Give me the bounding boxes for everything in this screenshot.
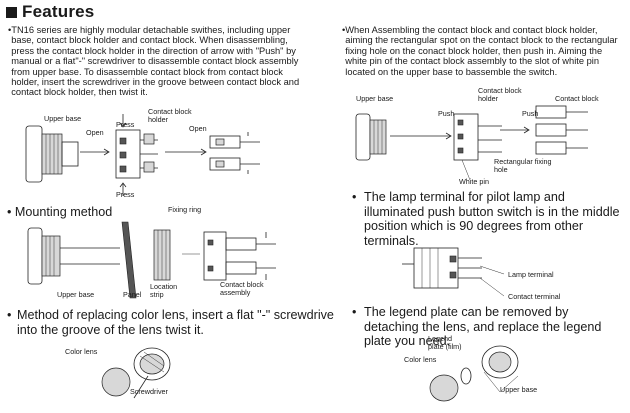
contact-block-drawing xyxy=(535,105,588,155)
contact-block-holder-drawing xyxy=(453,113,502,161)
fig4-push-label-1: Push xyxy=(438,109,455,118)
legend-film-drawing xyxy=(460,367,472,385)
fig3-screwdriver-label: Screwdriver xyxy=(130,387,168,396)
bullet-icon: • xyxy=(7,308,12,322)
fig4-white-pin-label: White pin xyxy=(459,177,489,186)
fig4-holder-label: Contact block holder xyxy=(478,86,522,103)
fig4-push-label-2: Push xyxy=(522,109,539,118)
contact-block-holder-drawing xyxy=(115,129,158,179)
bullet-icon: • xyxy=(342,25,346,35)
fig6-legend-plate-label: Legend plate (film) xyxy=(428,334,462,351)
fig4-rect-hole-label: Rectangular fixing hole xyxy=(494,157,552,174)
right-intro-text: When Assembling the contact block and co… xyxy=(345,25,618,77)
fig5-contact-terminal-label: Contact terminal xyxy=(508,292,561,301)
color-lens-disc xyxy=(101,367,131,397)
upper-base-drawing xyxy=(481,345,519,393)
fixing-ring-drawing xyxy=(153,229,171,281)
fig5-lamp-terminal-label: Lamp terminal xyxy=(508,270,554,279)
lens-body-drawing xyxy=(133,347,171,381)
contact-block-drawing xyxy=(209,132,260,174)
terminal-figure xyxy=(402,247,505,297)
color-lens-figure xyxy=(101,347,171,399)
left-intro-text: TN16 series are highly modular detachabl… xyxy=(11,25,300,98)
fig6-color-lens-label: Color lens xyxy=(404,355,437,364)
left-intro-paragraph: • TN16 series are highly modular detacha… xyxy=(8,25,313,98)
mounting-figure xyxy=(27,221,276,299)
legend-plate-text: The legend plate can be removed by detac… xyxy=(364,305,602,349)
screwdriver-drawing xyxy=(133,375,149,399)
bullet-icon: • xyxy=(352,305,357,319)
upper-base-drawing xyxy=(25,125,79,183)
bullet-icon: • xyxy=(8,25,12,35)
upper-base-drawing xyxy=(355,113,387,161)
bullet-icon: • xyxy=(352,190,357,204)
legend-plate-figure xyxy=(429,345,519,402)
disassembly-figure xyxy=(25,114,260,196)
fig2-upper-base-label: Upper base xyxy=(57,290,95,299)
page-title: Features xyxy=(22,2,95,21)
fig2-fixing-ring-label: Fixing ring xyxy=(168,205,202,214)
fig1-open-label-1: Open xyxy=(86,128,104,137)
assembly-figure xyxy=(355,105,588,181)
fig1-upper-base-label: Upper base xyxy=(44,114,82,123)
bullet-icon: • xyxy=(7,205,12,219)
fig3-color-lens-label: Color lens xyxy=(65,347,98,356)
heading-square-icon xyxy=(6,6,17,18)
fig2-panel-label: Panel xyxy=(123,290,142,299)
fig1-holder-label: Contact block holder xyxy=(148,107,192,124)
fig4-contact-block-label: Contact block xyxy=(555,94,599,103)
right-intro-paragraph: • When Assembling the contact block and … xyxy=(342,25,626,77)
fig2-assembly-label: Contact block assembly xyxy=(220,280,264,297)
fig1-press-top-label: Press xyxy=(116,120,135,129)
upper-base-drawing xyxy=(27,227,120,285)
color-lens-paragraph: • Method of replacing color lens, insert… xyxy=(7,308,342,337)
fig2-location-strip-label: Location strip xyxy=(150,282,178,299)
fig6-upper-base-label: Upper base xyxy=(500,385,538,394)
fig1-press-bottom-label: Press xyxy=(116,190,135,199)
panel-drawing xyxy=(121,221,137,299)
lamp-terminal-paragraph: • The lamp terminal for pilot lamp and i… xyxy=(352,190,624,248)
mounting-method-heading: • Mounting method xyxy=(7,205,113,219)
legend-plate-paragraph: • The legend plate can be removed by det… xyxy=(352,305,624,349)
fig1-open-label-2: Open xyxy=(189,124,207,133)
fig4-upper-base-label: Upper base xyxy=(356,94,394,103)
color-lens-text: Method of replacing color lens, insert a… xyxy=(17,308,334,337)
color-lens-disc xyxy=(429,374,459,402)
features-heading: Features xyxy=(6,2,94,22)
lamp-terminal-text: The lamp terminal for pilot lamp and ill… xyxy=(364,190,620,248)
contact-block-assembly-drawing xyxy=(203,231,276,281)
